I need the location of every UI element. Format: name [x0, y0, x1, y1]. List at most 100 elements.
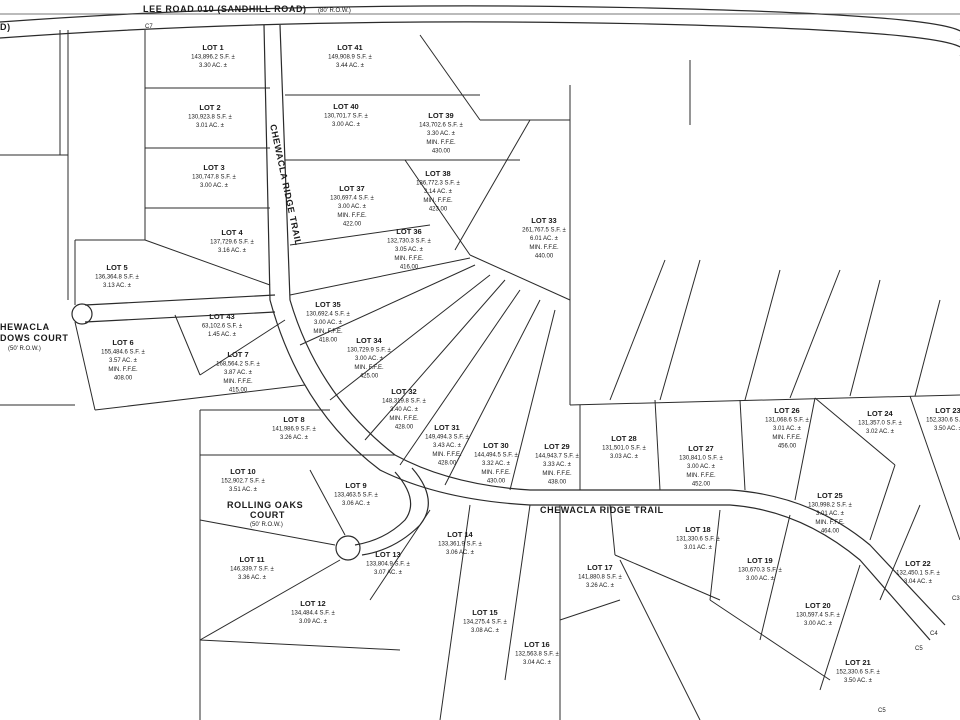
lot-name: LOT 6 [112, 338, 133, 347]
lot-name: LOT 23 [935, 406, 960, 415]
lot-area: 63,102.6 S.F. ± [202, 324, 243, 330]
lot-name: LOT 29 [544, 442, 569, 451]
lot-area: 130,729.9 S.F. ± [347, 348, 391, 354]
lot-area: 132,450.1 S.F. ± [896, 571, 940, 577]
lot-area: 133,804.9 S.F. ± [366, 562, 410, 568]
lot-area: 152,330.6 S.F. ± [926, 418, 960, 424]
lot-area: 155,484.6 S.F. ± [101, 350, 145, 356]
lot-acres: 3.30 AC. ± [427, 131, 456, 137]
lot-name: LOT 9 [345, 481, 366, 490]
lot-name: LOT 21 [845, 658, 870, 667]
lot-name: LOT 26 [774, 406, 799, 415]
lot-ffe-label: MIN. F.F.E. [432, 452, 462, 458]
lot-ffe: 464.00 [821, 528, 840, 534]
curve-label-c3: C3 [952, 596, 960, 602]
lot-name: LOT 25 [817, 491, 842, 500]
lot-acres: 3.00 AC. ± [338, 204, 367, 210]
lot-name: LOT 24 [867, 409, 893, 418]
meadows-court-label-2: DOWS COURT [0, 333, 69, 343]
lot-20-label: LOT 20 130,597.4 S.F. ± 3.00 AC. ± [796, 601, 840, 627]
lot-name: LOT 3 [203, 163, 224, 172]
lot-area: 136,772.3 S.F. ± [416, 181, 460, 187]
rolling-oaks-label-1: ROLLING OAKS [227, 500, 303, 510]
lot-acres: 3.06 AC. ± [342, 501, 371, 507]
lot-name: LOT 7 [227, 350, 248, 359]
lot-acres: 3.87 AC. ± [224, 370, 253, 376]
lot-name: LOT 11 [239, 555, 264, 564]
lot-name: LOT 43 [209, 312, 234, 321]
lot-area: 141,880.8 S.F. ± [578, 575, 622, 581]
lot-ffe: 428.00 [438, 460, 457, 466]
lot-acres: 3.26 AC. ± [280, 435, 309, 441]
lot-name: LOT 12 [300, 599, 325, 608]
lot-ffe-label: MIN. F.F.E. [394, 256, 424, 262]
lot-area: 149,494.3 S.F. ± [425, 435, 469, 441]
lot-acres: 3.00 AC. ± [332, 122, 361, 128]
lot-area: 132,563.8 S.F. ± [515, 652, 559, 658]
lee-road-row-label: (80' R.O.W.) [318, 8, 351, 14]
lot-ffe: 428.00 [395, 424, 414, 430]
lot-name: LOT 20 [805, 601, 830, 610]
lot-acres: 3.00 AC. ± [804, 621, 833, 627]
lot-area: 137,729.6 S.F. ± [210, 240, 254, 246]
lot-acres: 3.04 AC. ± [523, 660, 552, 666]
lot-lines [74, 30, 960, 720]
lot-name: LOT 16 [524, 640, 549, 649]
lot-area: 144,943.7 S.F. ± [535, 454, 579, 460]
lot-acres: 3.00 AC. ± [746, 576, 775, 582]
curve-label-c4: C4 [930, 631, 938, 637]
rolling-oaks-row: (50' R.O.W.) [250, 522, 283, 528]
lot-area: 130,692.4 S.F. ± [306, 312, 350, 318]
lot-ffe-label: MIN. F.F.E. [426, 140, 456, 146]
lot-area: 131,501.0 S.F. ± [602, 446, 646, 452]
lot-area: 130,697.4 S.F. ± [330, 196, 374, 202]
lot-area: 130,597.4 S.F. ± [796, 613, 840, 619]
lot-ffe-label: MIN. F.F.E. [108, 367, 138, 373]
lot-area: 261,767.5 S.F. ± [522, 228, 566, 234]
lot-name: LOT 41 [337, 43, 362, 52]
lot-ffe: 456.00 [778, 443, 797, 449]
lot-acres: 3.14 AC. ± [424, 189, 453, 195]
lot-name: LOT 18 [685, 525, 710, 534]
lot-name: LOT 22 [905, 559, 930, 568]
lot-ffe-label: MIN. F.F.E. [815, 520, 845, 526]
lot-area: 134,275.4 S.F. ± [463, 620, 507, 626]
lot-acres: 3.03 AC. ± [610, 454, 639, 460]
lot-area: 143,702.6 S.F. ± [419, 123, 463, 129]
lot-name: LOT 10 [230, 467, 255, 476]
lot-name: LOT 36 [396, 227, 421, 236]
curve-label-c7: C7 [145, 24, 153, 30]
lee-road-label: LEE ROAD 010 (SANDHILL ROAD) [143, 4, 307, 14]
lot-name: LOT 14 [447, 530, 473, 539]
lot-ffe-label: MIN. F.F.E. [481, 470, 511, 476]
lot-ffe: 440.00 [535, 253, 554, 259]
lot-acres: 3.04 AC. ± [904, 579, 933, 585]
lot-ffe: 415.00 [229, 387, 248, 393]
lot-22-label: LOT 22 132,450.1 S.F. ± 3.04 AC. ± [896, 559, 940, 585]
lot-ffe-label: MIN. F.F.E. [354, 365, 384, 371]
chewacla-meadows-court [71, 294, 276, 325]
lot-acres: 3.40 AC. ± [390, 407, 419, 413]
